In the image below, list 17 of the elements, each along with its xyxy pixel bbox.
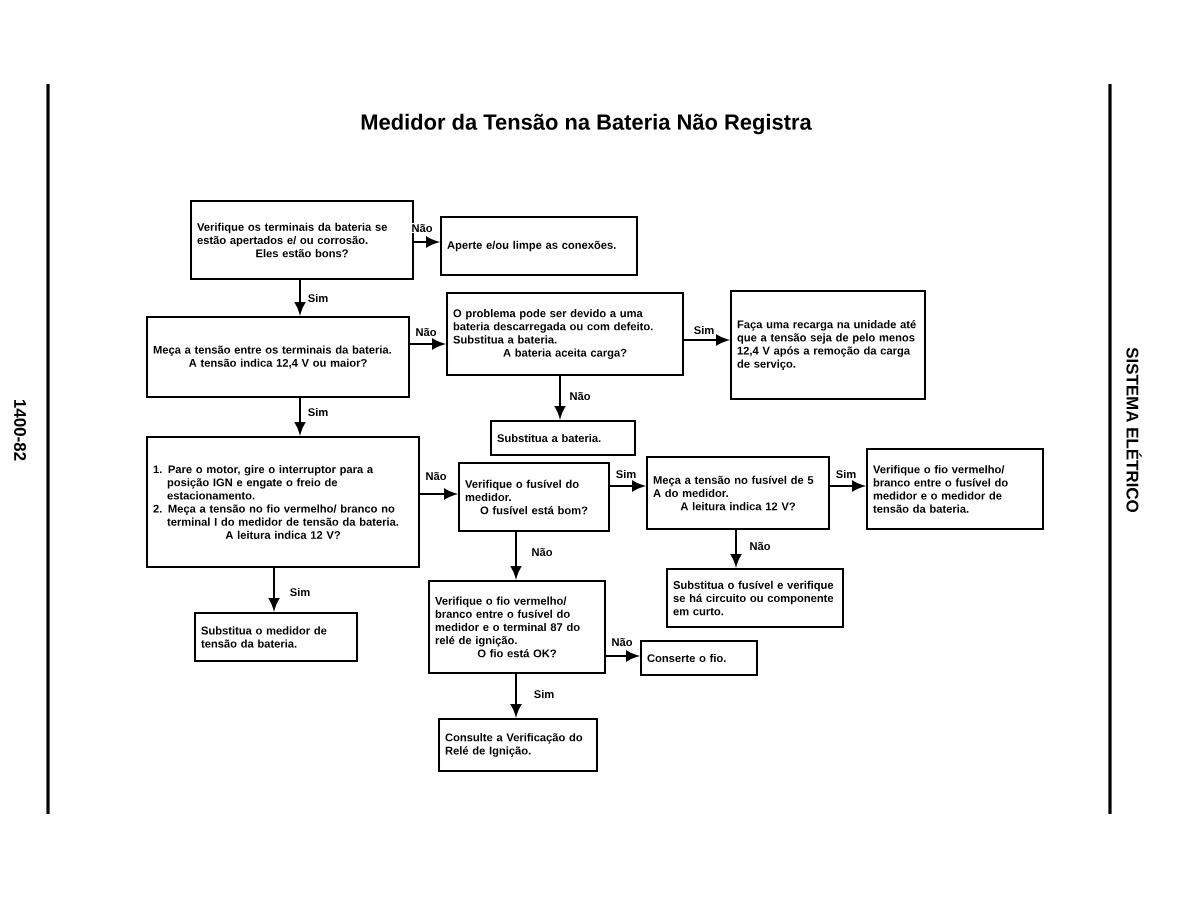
arrow (605, 650, 638, 662)
arrow (268, 567, 280, 610)
arrow (554, 375, 566, 418)
arrow (683, 334, 728, 346)
arrow (419, 488, 456, 500)
arrow (609, 480, 644, 492)
arrow (413, 236, 438, 248)
arrow (294, 397, 306, 434)
title: Medidor da Tensão na Bateria Não Registra (361, 113, 812, 135)
arrow (829, 480, 864, 492)
arrow (730, 529, 742, 566)
arrow (409, 338, 444, 350)
side-label: SISTEMA ELÉTRICO (1126, 347, 1142, 513)
arrow (510, 673, 522, 716)
arrow (294, 279, 306, 314)
side-label: 1400-82 (14, 399, 26, 461)
arrow (510, 531, 522, 578)
